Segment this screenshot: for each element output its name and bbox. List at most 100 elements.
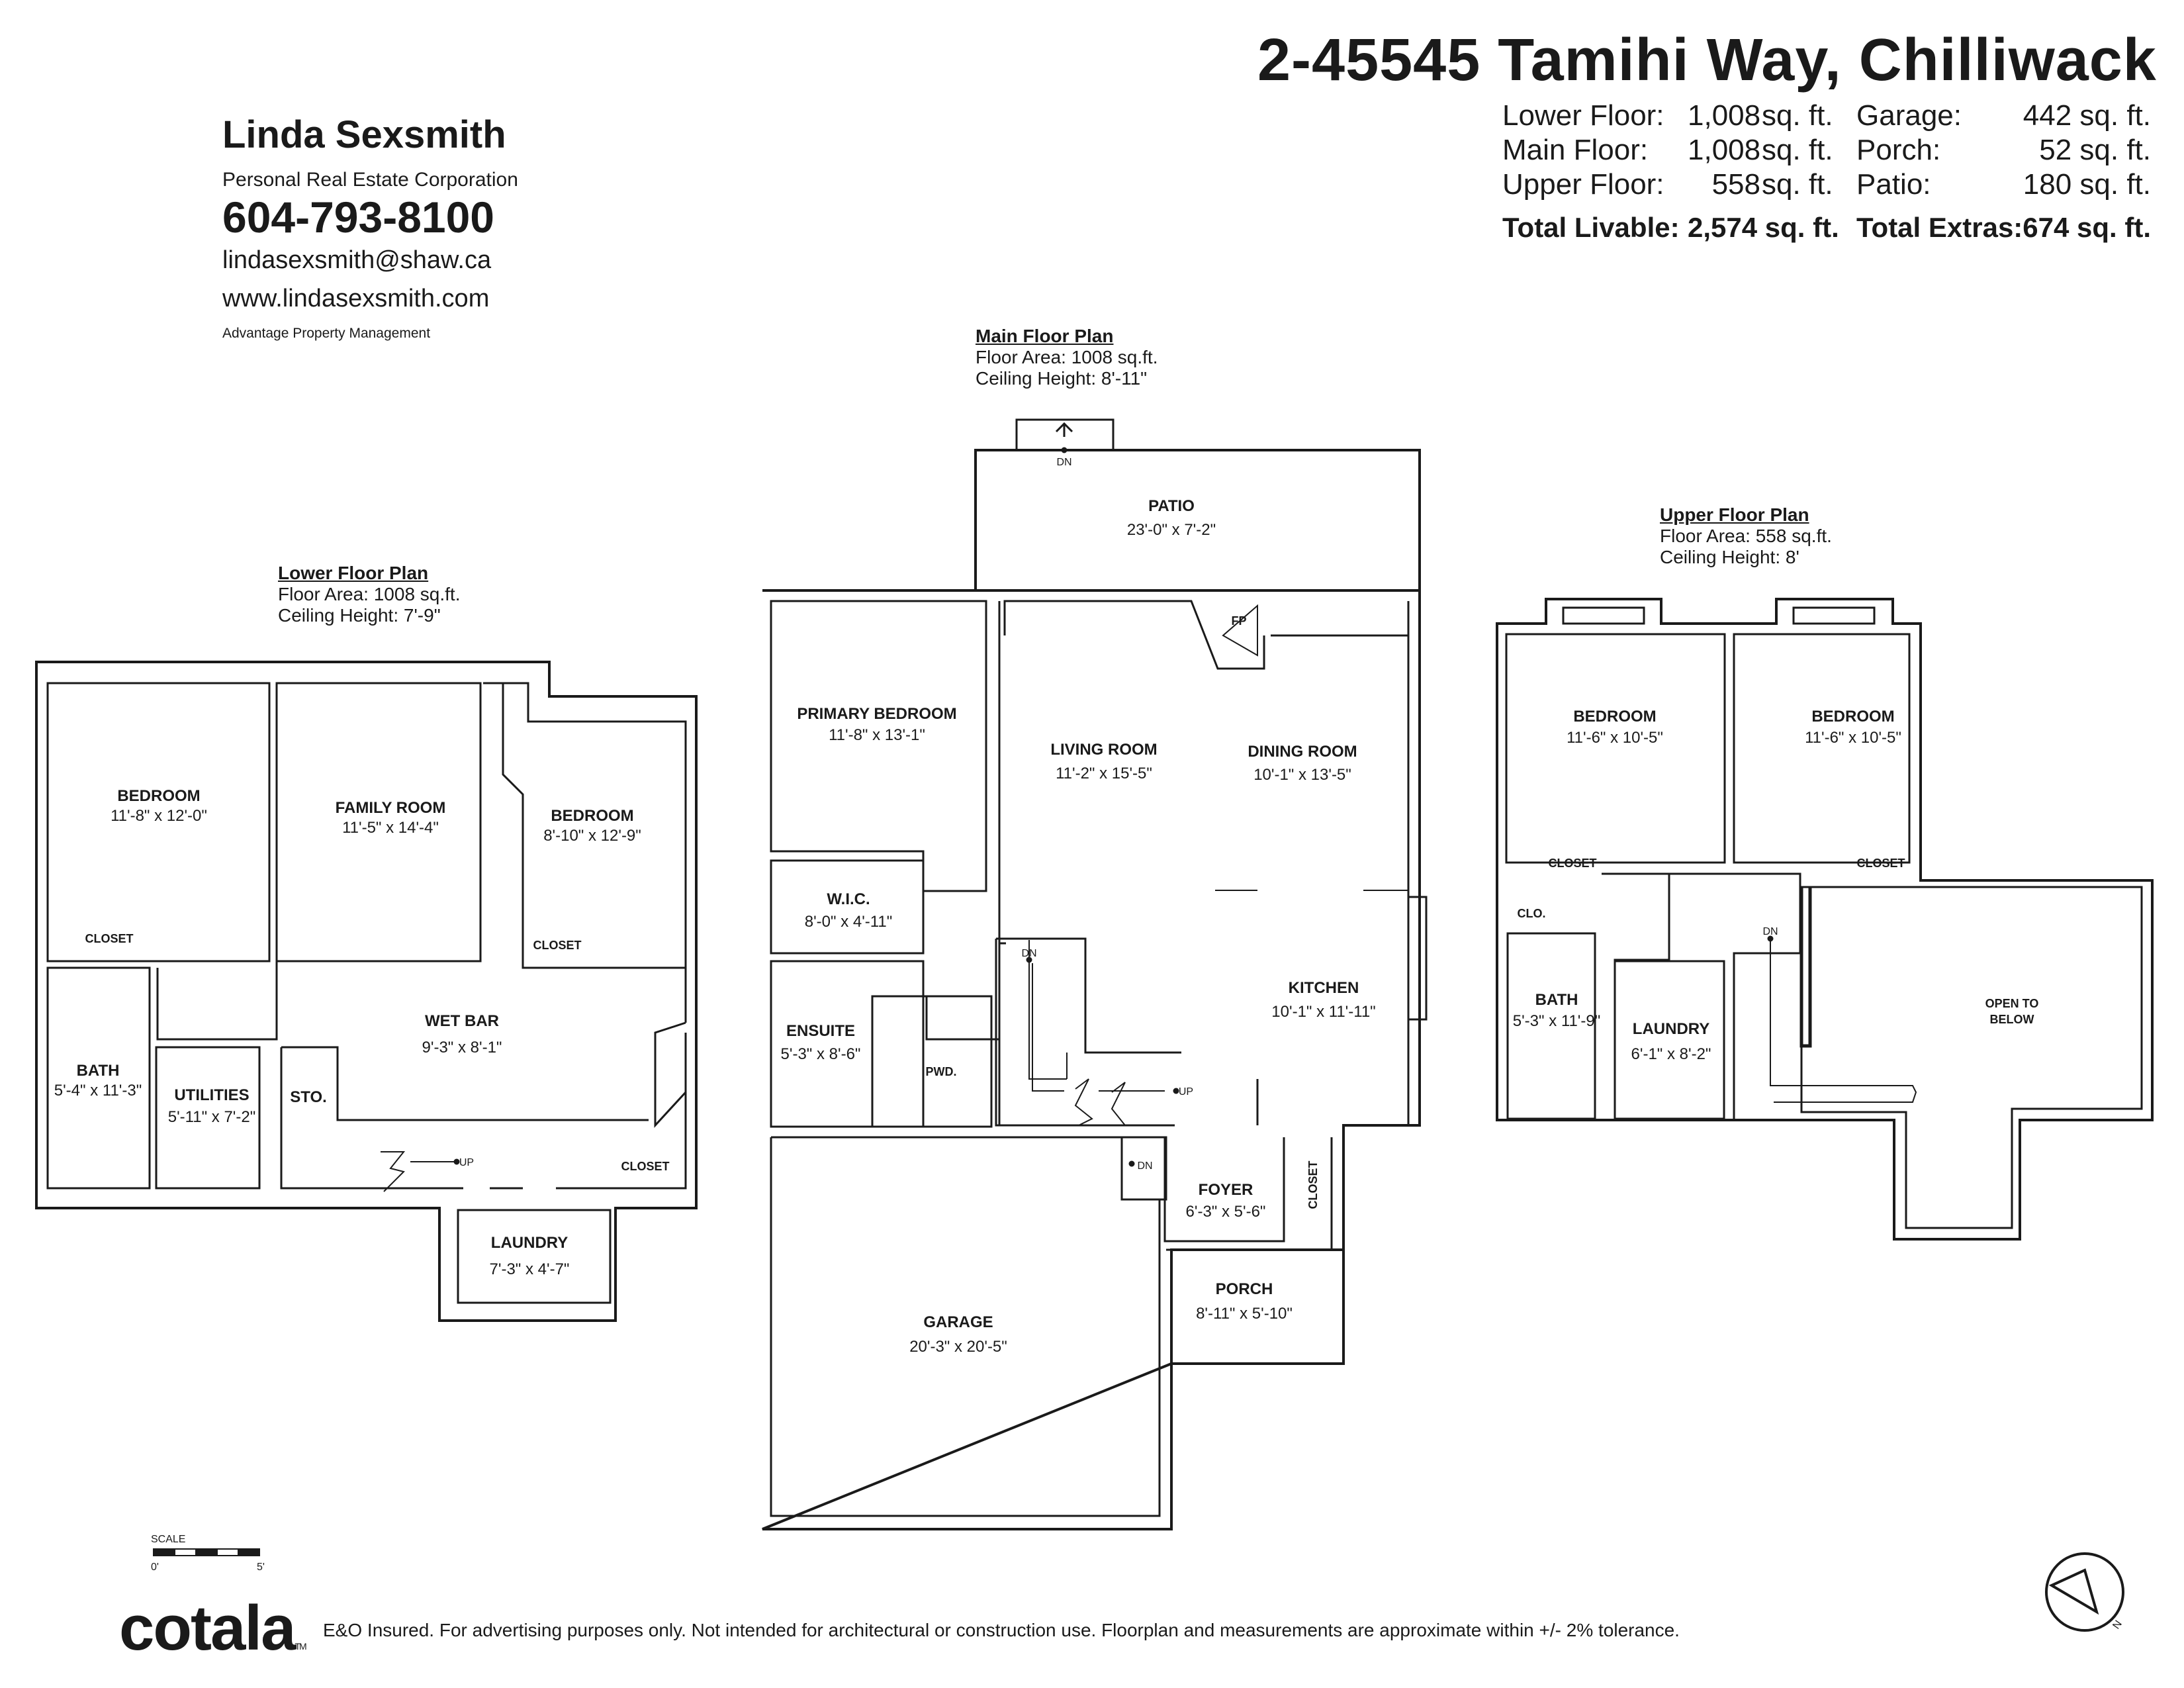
upper-bath-dim: 5'-3" x 11'-9": [1513, 1012, 1600, 1030]
area-totals: Total Livable: 2,574 sq. ft. Total Extra…: [1502, 212, 2151, 246]
lower-plan-header: Lower Floor Plan Floor Area: 1008 sq.ft.…: [278, 563, 461, 626]
main-garage-dim: 20'-3" x 20'-5": [909, 1338, 1007, 1356]
upper-laundry-dim: 6'-1" x 8'-2": [1631, 1045, 1711, 1063]
compass-north-label: N: [2111, 1618, 2124, 1631]
upper-plan-area: Floor Area: 558 sq.ft.: [1660, 526, 1832, 546]
main-garage-stairs-dn: DN: [1137, 1160, 1152, 1172]
disclaimer-text: E&O Insured. For advertising purposes on…: [323, 1620, 1680, 1640]
lower-bedroom2-dim: 8'-10" x 12'-9": [543, 827, 641, 845]
cotala-logo: cotalaTM: [119, 1592, 307, 1665]
upper-bath-name: BATH: [1535, 991, 1578, 1009]
lower-utilities-name: UTILITIES: [174, 1086, 249, 1104]
area-unit: sq. ft.: [1762, 168, 1833, 201]
main-powder-room: PWD.: [926, 1065, 957, 1078]
compass-icon: [2045, 1552, 2124, 1632]
area-value: 558: [1711, 168, 1760, 201]
main-patio-name: PATIO: [1148, 497, 1195, 515]
agent-website[interactable]: www.lindasexsmith.com: [222, 285, 490, 312]
lower-storage: STO.: [290, 1088, 327, 1106]
upper-floor-plan: [1496, 598, 2154, 1241]
agent-company: Advantage Property Management: [222, 326, 431, 341]
main-patio-stairs-dn: DN: [1056, 457, 1071, 468]
lower-laundry-dim: 7'-3" x 4'-7": [490, 1260, 570, 1278]
area-unit: sq. ft.: [1762, 99, 1833, 132]
upper-open-to-below-1: OPEN TO: [1985, 997, 2039, 1010]
main-foyer-dim: 6'-3" x 5'-6": [1186, 1203, 1266, 1221]
upper-bedroom2-dim: 11'-6" x 10'-5": [1805, 729, 1901, 747]
lower-floor-plan: [35, 661, 698, 1322]
area-row-main: Main Floor: 1,008 sq. ft. Porch: 52 sq. …: [1502, 134, 2151, 168]
main-wic-name: W.I.C.: [827, 890, 870, 908]
area-row-upper: Upper Floor: 558 sq. ft. Patio: 180 sq. …: [1502, 168, 2151, 203]
main-garage-name: GARAGE: [923, 1313, 993, 1331]
agent-email[interactable]: lindasexsmith@shaw.ca: [222, 246, 492, 274]
area-label: Upper Floor:: [1502, 168, 1664, 201]
main-floor-plan: [762, 418, 1428, 1530]
main-wic-dim: 8'-0" x 4'-11": [805, 913, 892, 931]
total-extras-value: 674 sq. ft.: [2023, 212, 2151, 243]
main-fireplace-label: FP: [1231, 614, 1246, 628]
scale-end: 5': [257, 1562, 265, 1573]
lower-bath-name: BATH: [77, 1062, 120, 1080]
logo-text: cotala: [119, 1593, 296, 1664]
total-extras-label: Total Extras:: [1856, 212, 2023, 243]
area-summary: Lower Floor: 1,008 sq. ft. Garage: 442 s…: [1502, 99, 2151, 246]
main-living-dim: 11'-2" x 15'-5": [1056, 765, 1152, 782]
extra-label: Patio:: [1856, 168, 1931, 201]
main-plan-ceiling: Ceiling Height: 8'-11": [976, 368, 1148, 389]
lower-laundry-name: LAUNDRY: [491, 1234, 568, 1252]
main-plan-area: Floor Area: 1008 sq.ft.: [976, 347, 1158, 367]
upper-laundry-name: LAUNDRY: [1633, 1020, 1709, 1038]
lower-bedroom1-name: BEDROOM: [117, 787, 200, 805]
lower-bedroom2-name: BEDROOM: [551, 807, 633, 825]
lower-closet1: CLOSET: [85, 932, 133, 945]
agent-name: Linda Sexsmith: [222, 113, 506, 156]
upper-bedroom2-name: BEDROOM: [1811, 708, 1894, 726]
main-dining-name: DINING ROOM: [1248, 743, 1357, 761]
total-livable-value: 2,574 sq. ft.: [1688, 212, 1839, 243]
lower-wetbar-name: WET BAR: [425, 1012, 499, 1030]
upper-closet2: CLOSET: [1856, 857, 1905, 870]
main-dining-dim: 10'-1" x 13'-5": [1253, 766, 1351, 784]
main-primary-name: PRIMARY BEDROOM: [797, 705, 956, 723]
upper-open-to-below-2: BELOW: [1990, 1013, 2034, 1026]
upper-plan-title: Upper Floor Plan: [1660, 504, 1809, 525]
lower-plan-area: Floor Area: 1008 sq.ft.: [278, 584, 461, 604]
area-label: Lower Floor:: [1502, 99, 1664, 132]
main-stairs-up: UP: [1179, 1086, 1193, 1098]
upper-plan-header: Upper Floor Plan Floor Area: 558 sq.ft. …: [1660, 504, 1832, 568]
upper-stairs-dn: DN: [1762, 926, 1778, 937]
extra-value: 52 sq. ft.: [2039, 134, 2151, 166]
lower-plan-title: Lower Floor Plan: [278, 563, 429, 583]
lower-plan-ceiling: Ceiling Height: 7'-9": [278, 605, 441, 626]
main-porch-dim: 8'-11" x 5'-10": [1196, 1305, 1293, 1323]
agent-corporation: Personal Real Estate Corporation: [222, 169, 518, 191]
extra-label: Garage:: [1856, 99, 1962, 132]
lower-closet3: CLOSET: [621, 1160, 669, 1173]
lower-stairs-up: UP: [459, 1157, 474, 1168]
upper-clo: CLO.: [1518, 907, 1546, 920]
lower-family-name: FAMILY ROOM: [336, 799, 446, 817]
main-kitchen-dim: 10'-1" x 11'-11": [1271, 1003, 1375, 1021]
lower-bath-dim: 5'-4" x 11'-3": [54, 1082, 142, 1100]
upper-bedroom1-dim: 11'-6" x 10'-5": [1567, 729, 1663, 747]
main-foyer-name: FOYER: [1199, 1181, 1253, 1199]
upper-plan-ceiling: Ceiling Height: 8': [1660, 547, 1799, 567]
main-ensuite-dim: 5'-3" x 8'-6": [781, 1045, 861, 1063]
agent-phone[interactable]: 604-793-8100: [222, 193, 495, 242]
main-stairs-dn: DN: [1021, 948, 1036, 959]
upper-bedroom1-name: BEDROOM: [1573, 708, 1656, 726]
lower-closet2: CLOSET: [533, 939, 581, 952]
logo-trademark: TM: [295, 1641, 306, 1652]
property-address: 2-45545 Tamihi Way, Chilliwack: [1257, 27, 2157, 93]
lower-family-dim: 11'-5" x 14'-4": [342, 819, 439, 837]
area-label: Main Floor:: [1502, 134, 1649, 166]
extra-label: Porch:: [1856, 134, 1941, 166]
upper-closet1: CLOSET: [1548, 857, 1596, 870]
main-plan-header: Main Floor Plan Floor Area: 1008 sq.ft. …: [976, 326, 1158, 389]
extra-value: 180 sq. ft.: [2023, 168, 2151, 201]
scale-start: 0': [151, 1562, 159, 1573]
lower-utilities-dim: 5'-11" x 7'-2": [168, 1108, 255, 1126]
area-unit: sq. ft.: [1762, 134, 1833, 166]
main-porch-name: PORCH: [1216, 1280, 1273, 1298]
